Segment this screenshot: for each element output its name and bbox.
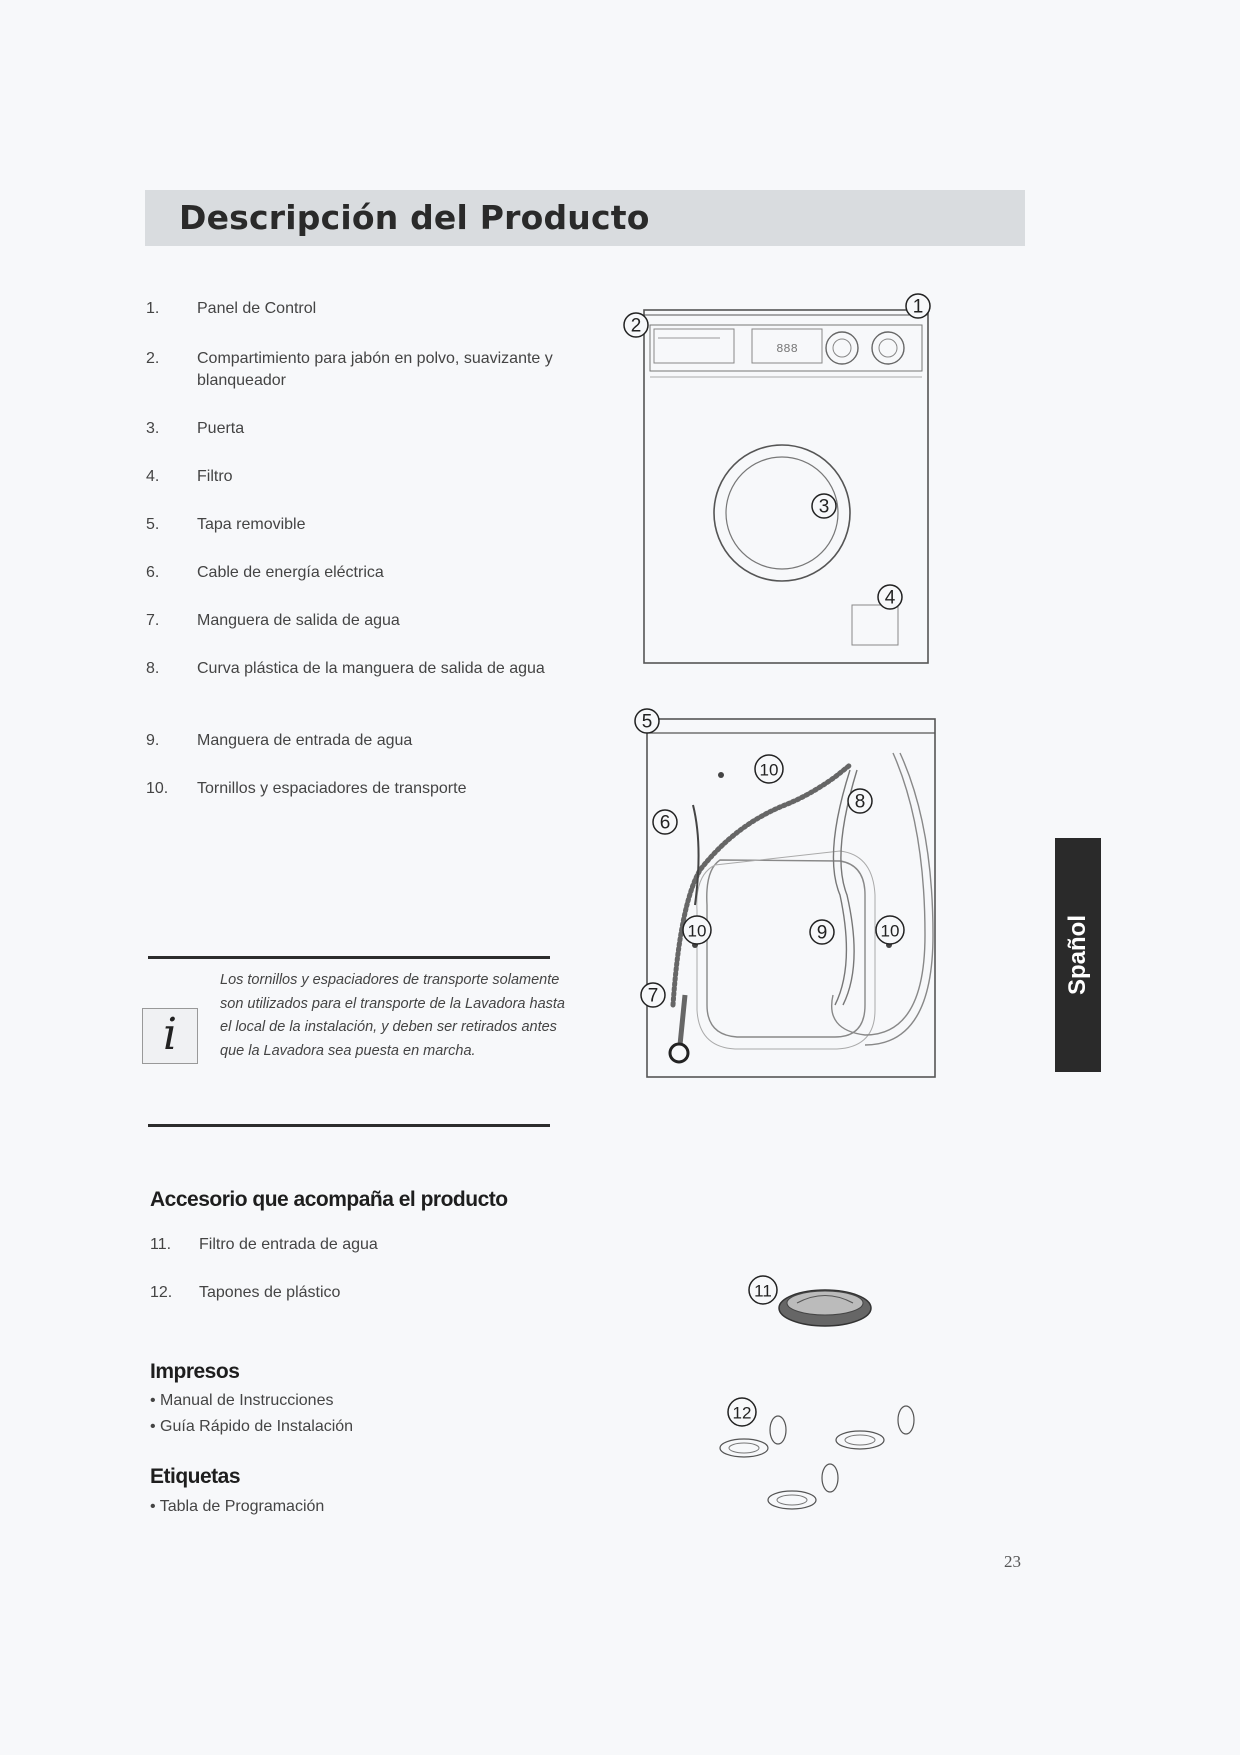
item-number: 1. (146, 300, 160, 317)
item-number: 5. (146, 516, 160, 533)
item-number: 4. (146, 468, 160, 485)
item-text: Filtro (197, 468, 233, 485)
washing-machine-back-icon: 5 6 7 8 9 10 10 10 (634, 708, 936, 1078)
note-text: Los tornillos y espaciadores de transpor… (220, 972, 565, 1059)
callout-4 (877, 584, 903, 610)
note-top-rule (148, 956, 550, 959)
callout-1 (905, 293, 931, 319)
callout-3 (811, 493, 837, 519)
callout-label: 8 (855, 792, 866, 813)
item-number: 2. (146, 350, 160, 367)
callout-label: 10 (881, 922, 900, 941)
plastic-caps-icon: 12 (719, 1397, 915, 1510)
item-number: 11. (150, 1236, 172, 1253)
printed-title: Impresos (150, 1360, 240, 1383)
callout-10 (875, 915, 905, 945)
callout-label: 10 (760, 761, 779, 780)
item-text: Panel de Control (197, 300, 317, 317)
item-text: Compartimiento para jabón en polvo, suav… (197, 350, 553, 389)
item-text: Manguera de entrada de agua (197, 732, 413, 749)
item-number: 12. (150, 1284, 173, 1301)
callout-label: 2 (631, 316, 642, 337)
labels-title: Etiquetas (150, 1465, 241, 1488)
water-filter-icon: 11 (748, 1275, 872, 1327)
info-icon: i (142, 1008, 198, 1064)
callout-10 (754, 754, 784, 784)
callout-8 (847, 788, 873, 814)
callout-label: 7 (648, 986, 659, 1007)
accessories-title: Accesorio que acompaña el producto (150, 1188, 508, 1211)
callout-label: 10 (688, 922, 707, 941)
page-number: 23 (1004, 1552, 1021, 1571)
washing-machine-front-icon: 888 1 2 3 4 (623, 293, 931, 664)
item-number: 10. (146, 780, 169, 797)
item-number: 7. (146, 612, 160, 629)
callout-label: 5 (642, 712, 653, 733)
page-header: Descripción del Producto (145, 190, 1025, 246)
item-number: 9. (146, 732, 160, 749)
callout-2 (623, 312, 649, 338)
callout-11 (748, 1275, 778, 1305)
list-item: • Manual de Instrucciones (150, 1392, 334, 1409)
language-tab: Spañol (1055, 838, 1101, 1072)
callout-label: 11 (754, 1282, 772, 1301)
item-text: Puerta (197, 420, 245, 437)
item-text: Filtro de entrada de agua (199, 1236, 378, 1253)
callout-label: 4 (885, 588, 896, 609)
item-number: 8. (146, 660, 160, 677)
callout-label: 9 (817, 923, 828, 944)
item-text: Tapa removible (197, 516, 306, 533)
page-title: Descripción del Producto (179, 198, 650, 237)
list-item: • Guía Rápido de Instalación (150, 1418, 354, 1435)
callout-label: 1 (913, 297, 924, 318)
display-readout: 888 (776, 342, 798, 356)
callout-label: 3 (819, 497, 830, 518)
item-number: 3. (146, 420, 160, 437)
item-text: Manguera de salida de agua (197, 612, 400, 629)
callout-label: 12 (733, 1404, 752, 1423)
callout-9 (809, 919, 835, 945)
item-number: 6. (146, 564, 160, 581)
list-item: • Tabla de Programación (150, 1498, 325, 1515)
callout-10 (682, 915, 712, 945)
item-text: Curva plástica de la manguera de salida … (197, 660, 545, 677)
language-tab-label: Spañol (1064, 914, 1091, 996)
item-text: Tapones de plástico (199, 1284, 341, 1301)
callout-12 (727, 1397, 757, 1427)
item-text: Tornillos y espaciadores de transporte (197, 780, 467, 797)
callout-label: 6 (660, 813, 671, 834)
callout-6 (652, 809, 678, 835)
note-bottom-rule (148, 1124, 550, 1127)
item-text: Cable de energía eléctrica (197, 564, 384, 581)
callout-7 (640, 982, 666, 1008)
callout-5 (634, 708, 660, 734)
